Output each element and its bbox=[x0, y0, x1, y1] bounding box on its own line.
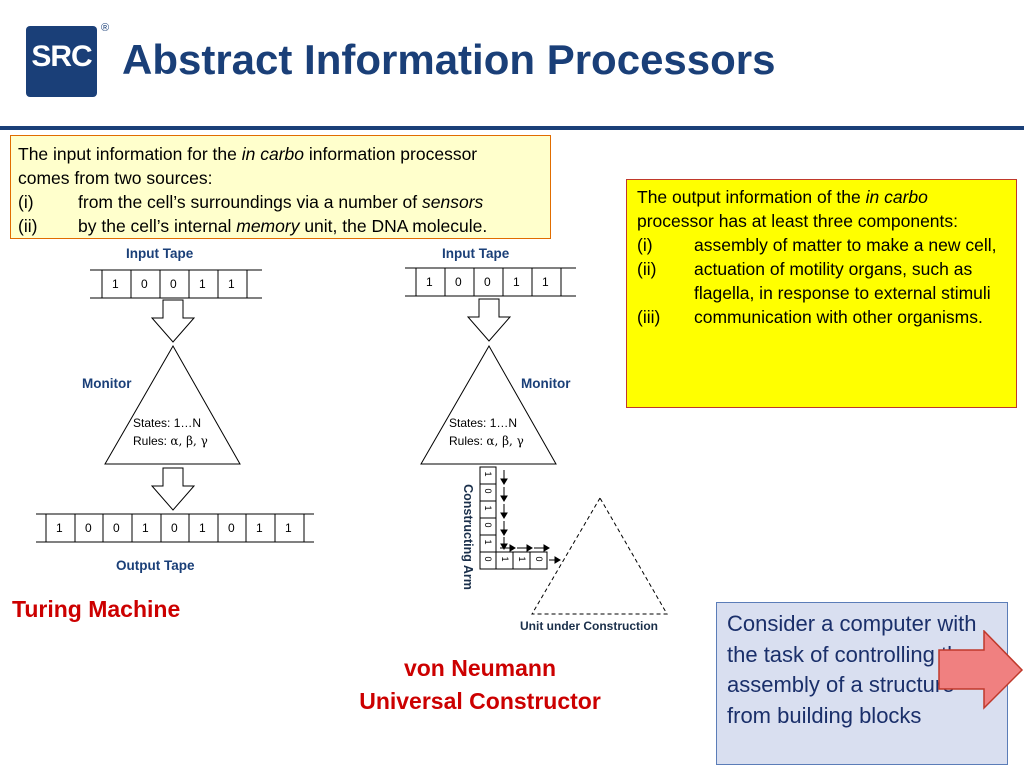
turing-monitor-label: Monitor bbox=[82, 376, 132, 391]
tape-cell: 0 bbox=[141, 277, 148, 291]
constructing-arm-vertical bbox=[479, 466, 497, 570]
constructing-arm-horizontal bbox=[495, 551, 548, 570]
tape-cell: 1 bbox=[256, 521, 263, 535]
tape-cell: 1 bbox=[199, 521, 206, 535]
tape-cell: 1 bbox=[112, 277, 119, 291]
turing-input-tape bbox=[90, 269, 262, 299]
vn-monitor-label: Monitor bbox=[521, 376, 571, 391]
tape-cell: 0 bbox=[228, 521, 235, 535]
tape-cell: 1 bbox=[228, 277, 235, 291]
page-title: Abstract Information Processors bbox=[122, 36, 776, 83]
arm-cell: 0 bbox=[534, 556, 544, 562]
tape-cell: 1 bbox=[426, 275, 433, 289]
unit-under-construction-triangle bbox=[531, 497, 668, 615]
right-arrow-icon bbox=[938, 630, 1024, 710]
output-info-line2: processor has at least three components: bbox=[637, 211, 959, 231]
input-info-box: The input information for the in carbo i… bbox=[10, 135, 551, 239]
arm-cell: 0 bbox=[483, 556, 493, 562]
vn-input-tape-label: Input Tape bbox=[442, 246, 510, 261]
arm-cell: 0 bbox=[483, 488, 493, 494]
down-arrow bbox=[150, 467, 196, 511]
arm-cell: 1 bbox=[483, 505, 493, 511]
tape-cell: 1 bbox=[56, 521, 63, 535]
input-info-line1: The input information for the in carbo i… bbox=[18, 144, 478, 164]
title-divider bbox=[0, 126, 1024, 130]
src-logo: SRC bbox=[26, 26, 97, 97]
tape-cell: 1 bbox=[542, 275, 549, 289]
tape-cell: 0 bbox=[85, 521, 92, 535]
input-info-item: (i) from the cell’s surroundings via a n… bbox=[18, 192, 484, 212]
down-arrow bbox=[150, 299, 196, 343]
input-info-item: (ii) by the cell’s internal memory unit,… bbox=[18, 216, 488, 236]
tape-cell: 0 bbox=[455, 275, 462, 289]
output-info-item: (i)assembly of matter to make a new cell… bbox=[637, 235, 997, 255]
vn-rules: Rules: α, β, γ bbox=[449, 434, 524, 448]
tape-cell: 1 bbox=[285, 521, 292, 535]
vn-monitor-triangle bbox=[420, 344, 557, 465]
output-info-line1: The output information of the in carbo bbox=[637, 187, 928, 207]
output-info-box: The output information of the in carbo p… bbox=[626, 179, 1017, 408]
arm-cell: 1 bbox=[517, 556, 527, 562]
turing-machine-caption: Turing Machine bbox=[12, 596, 181, 622]
output-info-item: (iii)communication with other organisms. bbox=[637, 307, 983, 327]
turing-states: States: 1…N bbox=[133, 416, 202, 430]
arm-cell: 0 bbox=[483, 522, 493, 528]
unit-under-construction-label: Unit under Construction bbox=[520, 619, 658, 633]
arm-arrows bbox=[500, 470, 561, 564]
turing-monitor-triangle bbox=[104, 344, 241, 465]
tape-cell: 1 bbox=[142, 521, 149, 535]
turing-input-tape-label: Input Tape bbox=[126, 246, 194, 261]
tape-cell: 0 bbox=[170, 277, 177, 291]
tape-cell: 0 bbox=[113, 521, 120, 535]
vn-input-tape bbox=[405, 267, 576, 297]
input-info-line2: comes from two sources: bbox=[18, 168, 213, 188]
output-info-item: (ii)actuation of motility organs, such a… bbox=[637, 259, 991, 303]
turing-output-tape-label: Output Tape bbox=[116, 558, 195, 573]
turing-output-tape bbox=[36, 513, 314, 543]
vn-states: States: 1…N bbox=[449, 416, 518, 430]
arm-cell: 1 bbox=[483, 539, 493, 545]
tape-cell: 0 bbox=[171, 521, 178, 535]
logo-text: SRC bbox=[31, 40, 92, 73]
tape-cell: 0 bbox=[484, 275, 491, 289]
tape-cell: 1 bbox=[199, 277, 206, 291]
registered-mark: ® bbox=[101, 22, 110, 34]
down-arrow bbox=[466, 298, 512, 342]
arm-cell: 1 bbox=[500, 556, 510, 562]
von-neumann-caption: von Neumann Universal Constructor bbox=[359, 655, 601, 714]
tape-cell: 1 bbox=[513, 275, 520, 289]
constructing-arm-label: Constructing Arm bbox=[461, 484, 475, 590]
arm-cell: 1 bbox=[483, 471, 493, 477]
turing-rules: Rules: α, β, γ bbox=[133, 434, 208, 448]
